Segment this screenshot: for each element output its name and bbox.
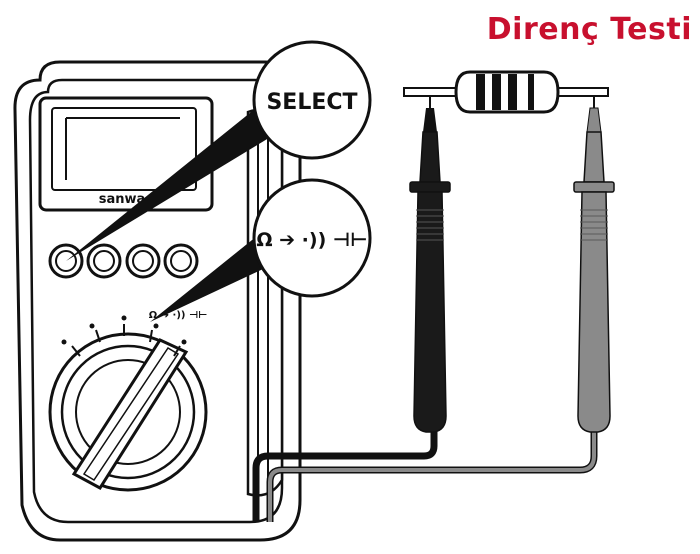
black-lead-cable bbox=[252, 420, 438, 522]
function-callout-pointer bbox=[150, 232, 278, 322]
button-3[interactable] bbox=[125, 243, 161, 279]
gray-probe[interactable] bbox=[573, 90, 615, 433]
resistor-band-3 bbox=[508, 74, 517, 110]
brand-label: sanwa bbox=[99, 192, 146, 207]
resistor bbox=[403, 70, 609, 114]
function-callout bbox=[252, 178, 372, 298]
button-2[interactable] bbox=[86, 243, 122, 279]
rotary-dial[interactable] bbox=[48, 324, 208, 492]
meter-side-grip bbox=[246, 108, 284, 497]
select-callout-label: SELECT bbox=[266, 90, 357, 115]
black-probe[interactable] bbox=[409, 90, 451, 433]
button-4[interactable] bbox=[163, 243, 199, 279]
function-callout-label: Ω ➔ ·)) ⊣⊢ bbox=[256, 229, 367, 251]
dial-function-mark: Ω ➔ ·)) ⊣⊢ bbox=[149, 310, 208, 321]
select-callout-pointer bbox=[66, 100, 282, 261]
resistor-band-1 bbox=[476, 74, 485, 110]
select-callout bbox=[252, 40, 372, 160]
resistor-band-4 bbox=[528, 74, 534, 110]
resistor-band-2 bbox=[492, 74, 501, 110]
button-row bbox=[48, 243, 199, 279]
page-title: Direnç Testi bbox=[486, 12, 692, 47]
